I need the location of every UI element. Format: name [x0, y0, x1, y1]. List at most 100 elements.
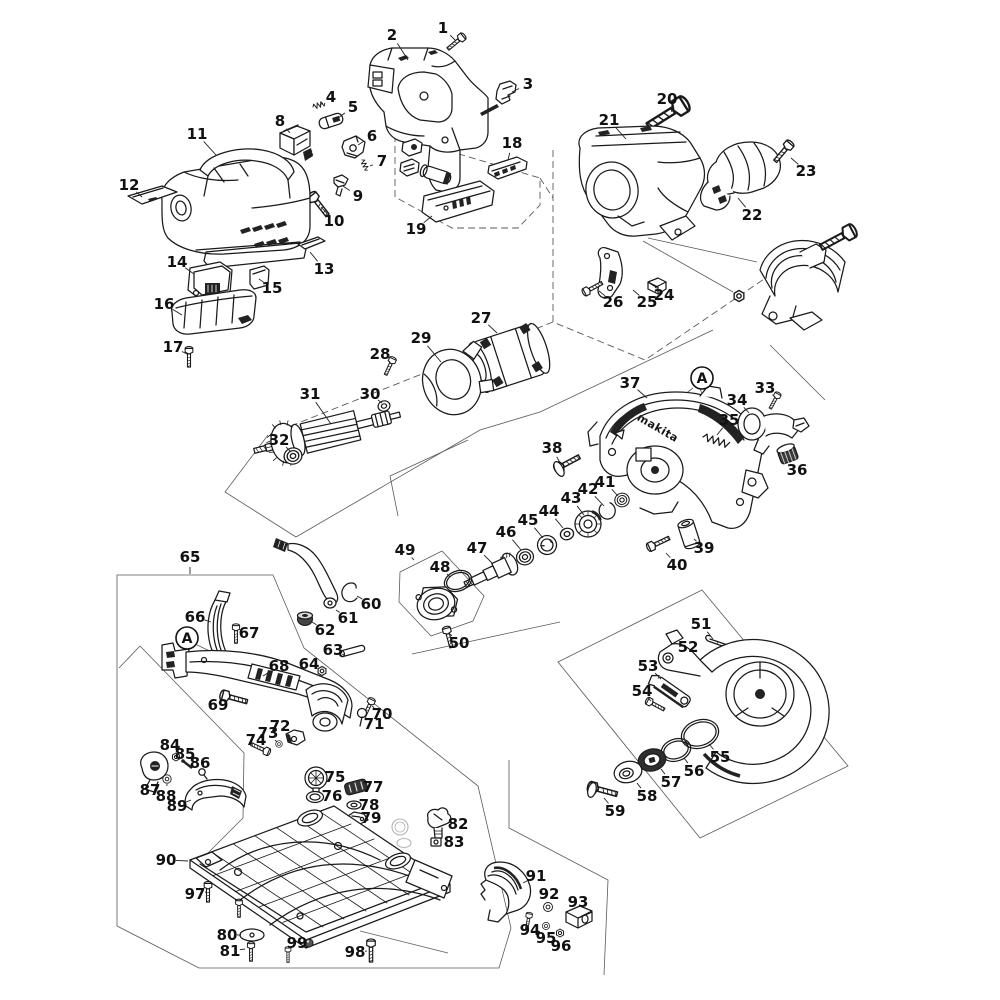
- part-label-56: 56: [684, 762, 705, 780]
- leader-line-50: [449, 633, 453, 637]
- part-label-85: 85: [175, 745, 196, 763]
- leader-line-55: [708, 743, 714, 750]
- part-label-58: 58: [637, 787, 658, 805]
- part-label-46: 46: [496, 523, 517, 541]
- part-72-drawing: [285, 729, 306, 746]
- leader-line-1: [449, 34, 456, 41]
- part-11-drawing: [161, 148, 311, 269]
- part-40-drawing: [644, 533, 672, 553]
- part-label-33: 33: [755, 379, 776, 397]
- leader-line-18: [507, 152, 511, 161]
- leader-line-64: [317, 668, 320, 670]
- leader-line-22: [737, 197, 746, 208]
- part-label-44: 44: [539, 502, 560, 520]
- part-80-drawing: [239, 928, 265, 942]
- part-label-88: 88: [156, 787, 177, 805]
- part-label-3: 3: [523, 75, 533, 93]
- part-label-45: 45: [518, 511, 539, 529]
- part-label-37: 37: [620, 374, 641, 392]
- part-label-89: 89: [167, 797, 188, 815]
- leader-line-12: [136, 191, 143, 198]
- part-label-74: 74: [246, 731, 267, 749]
- leader-line-8: [286, 128, 291, 134]
- part-label-31: 31: [300, 385, 321, 403]
- part-label-28: 28: [370, 345, 391, 363]
- part-59-drawing: [585, 780, 620, 801]
- part-label-10: 10: [324, 212, 345, 230]
- part-13-drawing: [297, 236, 326, 250]
- leader-line-61: [335, 609, 340, 613]
- part-label-59: 59: [605, 802, 626, 820]
- part-48-drawing: [443, 569, 473, 593]
- armature-group-boundary: [224, 329, 714, 538]
- part-98-drawing: [366, 938, 376, 963]
- part-63-drawing: [338, 644, 366, 658]
- part-82-drawing: [426, 807, 452, 839]
- part-44-drawing: [558, 526, 576, 542]
- part-labels-layer: 1234567891011121314151617181920212223242…: [119, 19, 817, 961]
- part-label-25: 25: [637, 293, 658, 311]
- part-81-drawing: [246, 941, 256, 962]
- view-label-circle-1: [175, 626, 199, 650]
- leader-line-25: [632, 289, 640, 296]
- part-label-70: 70: [372, 705, 393, 723]
- leader-line-11: [203, 141, 217, 156]
- part-label-30: 30: [360, 385, 381, 403]
- part-label-26: 26: [603, 293, 624, 311]
- part-label-19: 19: [406, 220, 427, 238]
- leader-line-33: [772, 394, 776, 398]
- part-label-50: 50: [449, 634, 470, 652]
- leader-line-16: [172, 308, 183, 316]
- leader-line-62: [311, 621, 317, 626]
- part-label-53: 53: [638, 657, 659, 675]
- leader-line-36: [787, 458, 792, 463]
- part-label-39: 39: [694, 539, 715, 557]
- part-label-43: 43: [561, 489, 582, 507]
- leader-line-54: [648, 698, 652, 702]
- part-label-71: 71: [364, 715, 385, 733]
- part-label-68: 68: [269, 657, 290, 675]
- safetycover-group-boundary: [557, 589, 849, 839]
- leader-line-27: [487, 324, 498, 334]
- part-label-95: 95: [536, 929, 557, 947]
- part-34-drawing: [737, 407, 810, 455]
- leader-line-47: [483, 554, 493, 564]
- part-52-drawing: [657, 629, 830, 785]
- part-39-drawing: [677, 518, 701, 550]
- part-17-drawing: [184, 346, 194, 368]
- spindle-group-boundary: [389, 439, 561, 655]
- part-label-82: 82: [448, 815, 469, 833]
- leader-line-48: [446, 573, 451, 578]
- base-group-boundary: [116, 574, 512, 969]
- leader-line-40: [665, 552, 671, 558]
- leader-line-45: [534, 527, 544, 539]
- leader-line-23: [790, 157, 799, 165]
- part-89-drawing: [184, 778, 247, 811]
- part-label-13: 13: [314, 260, 335, 278]
- part-label-98: 98: [345, 943, 366, 961]
- leader-line-7: [369, 164, 373, 167]
- leader-line-32: [285, 446, 292, 453]
- part-22-drawing: [699, 141, 782, 211]
- part-label-38: 38: [542, 439, 563, 457]
- leader-line-49: [411, 557, 415, 561]
- part-88-drawing: [162, 774, 172, 784]
- part-71-drawing: [356, 707, 368, 727]
- part-label-65: 65: [180, 548, 201, 566]
- part-label-78: 78: [359, 796, 380, 814]
- part-18-drawing: [487, 156, 528, 180]
- part-91-drawing: [480, 861, 532, 923]
- leader-line-38: [556, 456, 560, 462]
- part-label-97: 97: [185, 885, 206, 903]
- leader-line-4: [319, 102, 324, 106]
- leader-line-63: [341, 653, 345, 656]
- part-15-drawing: [249, 265, 270, 290]
- leader-line-57: [660, 768, 666, 775]
- part-label-35: 35: [719, 411, 740, 429]
- part-86-drawing: [198, 768, 208, 780]
- part-62-drawing: [296, 611, 314, 627]
- leader-line-81: [239, 948, 246, 951]
- part-61-drawing: [273, 538, 339, 609]
- leader-line-21: [615, 127, 627, 140]
- part-label-16: 16: [154, 295, 175, 313]
